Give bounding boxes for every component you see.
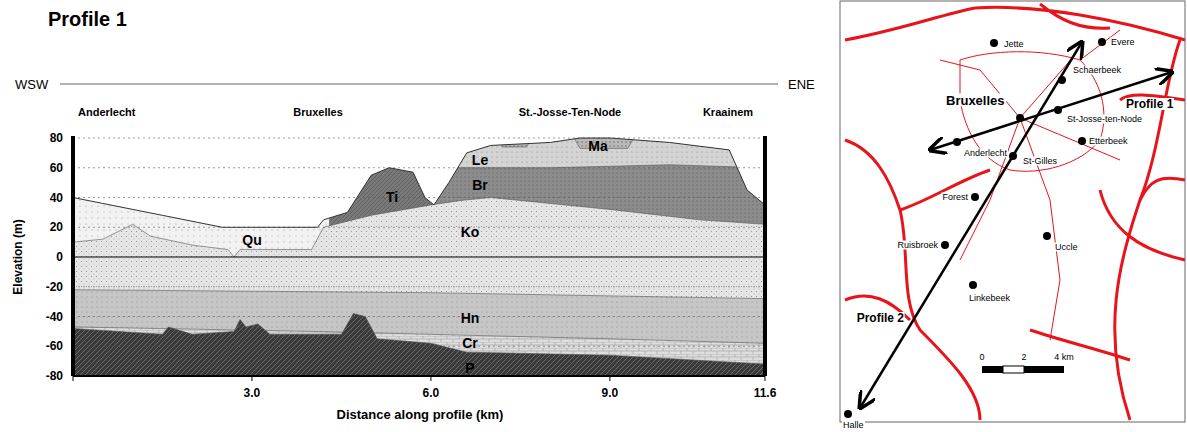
town-label: Linkebeek [968,294,1011,303]
layer-label: Ma [588,139,607,153]
grid-line [73,167,765,168]
town-label: Jette [1003,40,1025,49]
layer-label: Br [472,178,488,192]
map-frame [840,1,1185,422]
layer-label: P [465,361,474,375]
title: Profile 1 [48,8,127,31]
place-name: Anderlecht [78,107,135,118]
x-tick [609,376,610,381]
place-name: Kraainem [703,107,753,118]
minor-roads [940,30,1120,340]
p-layer [73,314,765,376]
place-name: St.-Josse-Ten-Node [519,107,621,118]
place-name: Bruxelles [293,107,343,118]
y-tick-label: -60 [46,340,63,352]
x-tick-label: 9.0 [602,387,619,399]
profile-line [860,42,1082,408]
town-label: St-Josse-ten-Node [1066,115,1143,124]
layer-label: Qu [242,233,261,247]
town-label: Evere [1110,38,1136,47]
profile-line [930,72,1172,150]
town-label: Ruisbroek [896,241,939,250]
quaternary-layer [73,123,765,376]
town-dots [844,38,1106,418]
x-tick-label: 3.0 [244,387,261,399]
y-tick-label: -40 [46,311,63,323]
x-tick [430,376,431,381]
scale-label: 4 km [1053,353,1075,362]
grid-line [73,197,765,198]
x-tick-label: 6.0 [423,387,440,399]
grid-line [73,138,765,139]
profile-label: Profile 1 [1125,98,1174,110]
direction: ENE [788,78,815,91]
layer-label: Hn [461,311,480,325]
town-label: Forest [941,193,969,202]
x-tick [251,376,252,381]
y-tick-label: -20 [46,281,63,293]
sea-level-line [73,257,765,258]
y-tick-label: 40 [50,192,63,204]
grid-lines [73,138,765,346]
scale-label: 0 [978,353,985,362]
header-rule [60,84,778,85]
scale-bar [982,366,1064,373]
town-label: Etterbeek [1088,137,1129,146]
axis-title: Elevation (m) [12,219,24,294]
profile-end-bar [71,136,75,376]
axis-title: Distance along profile (km) [337,408,504,421]
surface-line [73,138,765,227]
town-label: Uccle [1054,243,1079,252]
scale-label: 2 [1020,353,1027,362]
town-label: Anderlecht [963,149,1008,158]
x-tick [73,376,74,381]
grid-line [73,316,765,317]
layer-label: Le [472,153,488,167]
hn-layer [73,290,765,376]
profile-end-bar [763,136,767,376]
y-tick-label: 20 [50,221,63,233]
ko-layer [73,198,765,377]
grid-line [73,227,765,228]
y-tick-label: 60 [50,162,63,174]
x-tick-label: 11.6 [754,387,777,399]
layer-label: Ti [386,190,398,204]
layer-label: Ko [461,225,480,239]
y-tick-label: -80 [46,370,63,382]
y-tick-label: 80 [50,132,63,144]
y-tick-label: 0 [56,251,63,263]
town-label: Halle [842,421,865,430]
profile-label: Profile 2 [856,312,905,324]
x-tick [764,376,765,381]
section-frame [71,136,767,381]
cross-section [73,123,765,376]
major-roads [845,4,1185,420]
town-label: Schaerbeek [1072,66,1122,75]
grid-line [73,346,765,347]
city-label: Bruxelles [945,94,1006,107]
town-label: St-Gilles [1022,157,1058,166]
x-axis [73,375,765,377]
layer-label: Cr [462,336,478,350]
direction: WSW [15,78,48,91]
grid-line [73,286,765,287]
location-map [840,1,1185,422]
